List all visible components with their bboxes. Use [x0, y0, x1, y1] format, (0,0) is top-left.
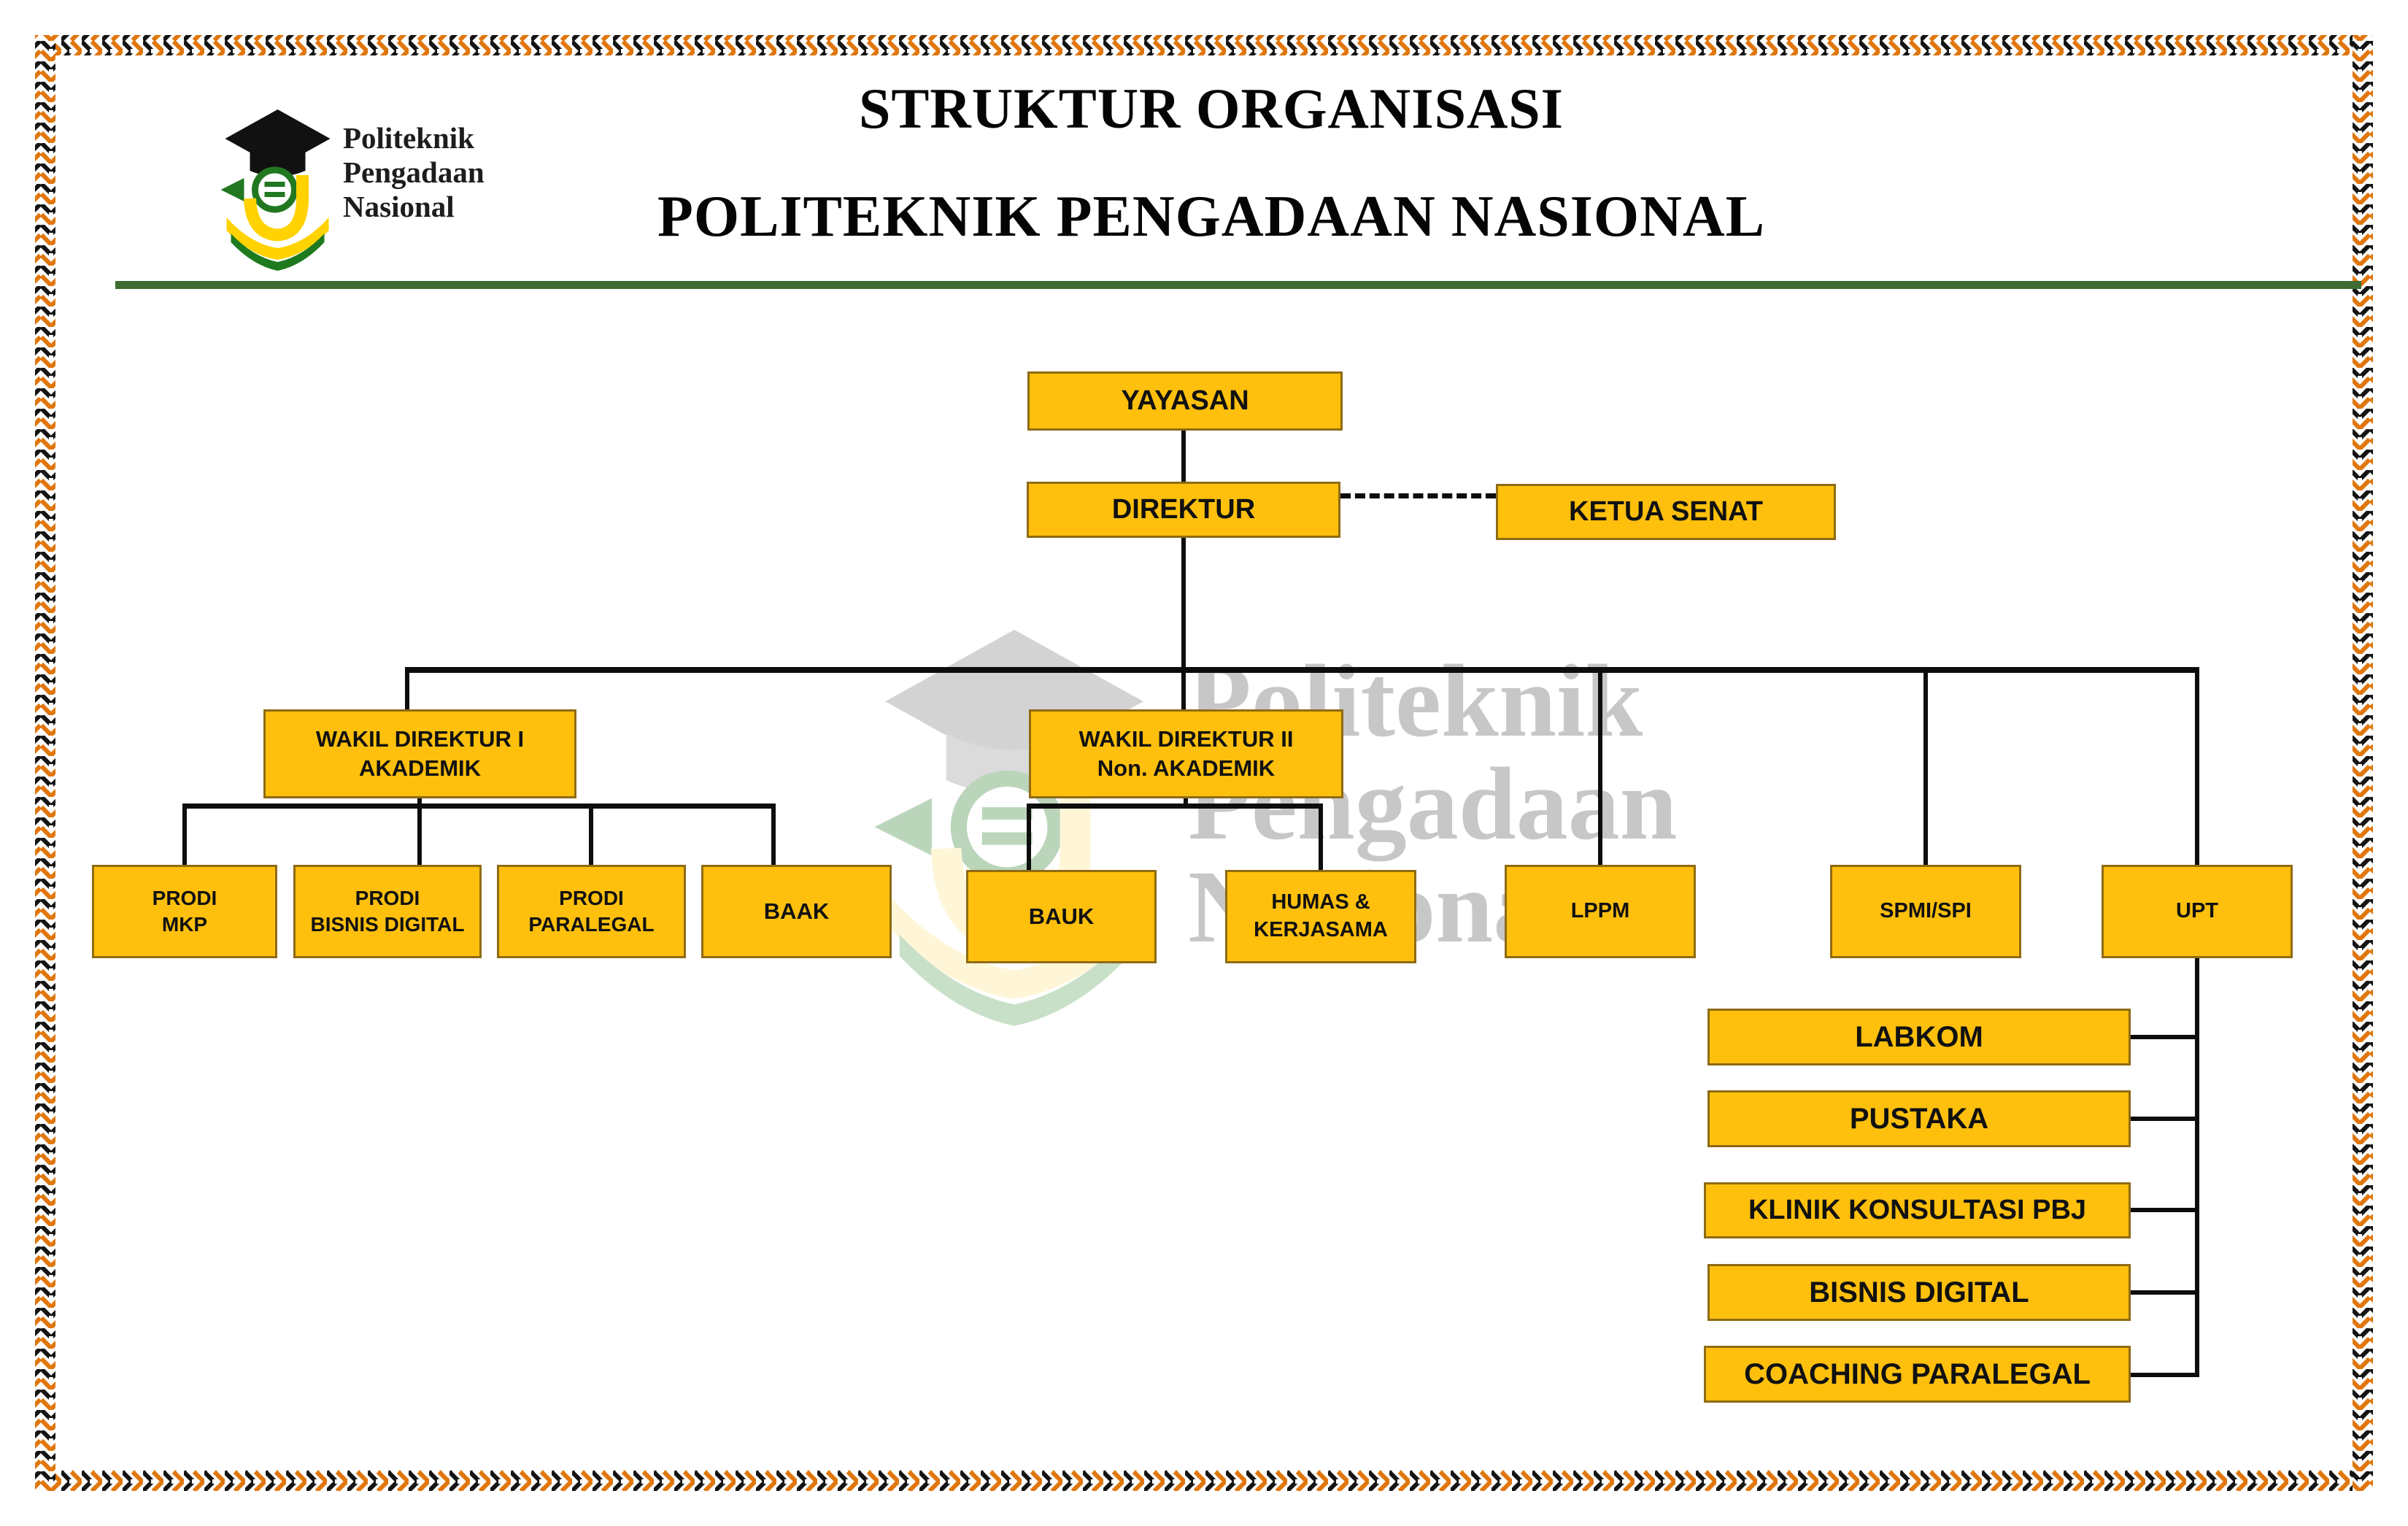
org-box-prodi-paralegal: PRODI PARALEGAL: [497, 865, 686, 958]
org-box-upt-label: UPT: [2176, 899, 2218, 923]
connector-spine-pustaka: [2131, 1117, 2199, 1121]
connector-spine-coaching: [2131, 1373, 2199, 1377]
org-box-prodi-bisnis-digital: PRODI BISNIS DIGITAL: [293, 865, 482, 958]
connector-upt-spine: [2195, 958, 2199, 1377]
org-box-yayasan-label: YAYASAN: [1121, 385, 1249, 416]
connector-wadir1-subbus: [417, 798, 422, 865]
org-box-baak-label: BAAK: [763, 898, 830, 924]
org-box-prodi-bisnis-digital-line1: PRODI: [355, 886, 420, 909]
org-box-labkom-label: LABKOM: [1855, 1021, 1983, 1053]
connector-subbus-nonakademik: [1027, 804, 1323, 809]
org-box-prodi-paralegal-line2: PARALEGAL: [528, 913, 655, 936]
org-box-klinik-konsultasi-pbj: KLINIK KONSULTASI PBJ: [1704, 1182, 2131, 1238]
org-box-bauk-label: BAUK: [1028, 903, 1095, 929]
org-box-wakil-direktur-2-line1: WAKIL DIREKTUR II: [1078, 725, 1294, 752]
org-box-ketua-senat: KETUA SENAT: [1496, 484, 1836, 540]
connector-bus-lppm: [1598, 673, 1602, 865]
connector-subbus-baak: [771, 804, 776, 865]
org-box-bisnis-digital-unit-label: BISNIS DIGITAL: [1809, 1276, 2029, 1309]
org-box-yayasan: YAYASAN: [1027, 371, 1343, 431]
org-box-prodi-mkp-line2: MKP: [161, 913, 208, 936]
logo-wordmark-line1: Politeknik: [343, 121, 474, 155]
org-box-wakil-direktur-1-line1: WAKIL DIREKTUR I: [315, 725, 525, 752]
connector-bus-wadir1: [405, 667, 409, 709]
org-box-wakil-direktur-2-line2: Non. AKADEMIK: [1097, 755, 1276, 781]
connector-main-bus: [405, 667, 2199, 673]
org-box-spmi-spi: SPMI/SPI: [1830, 865, 2021, 958]
logo-wordmark-line2: Pengadaan: [343, 155, 485, 189]
org-box-bauk: BAUK: [966, 870, 1157, 963]
org-box-prodi-mkp-line1: PRODI: [152, 886, 217, 909]
logo-wordmark: Politeknik Pengadaan Nasional: [343, 121, 485, 224]
header-divider: [115, 281, 2361, 289]
connector-spine-klinik: [2131, 1208, 2199, 1212]
org-box-wakil-direktur-1: WAKIL DIREKTUR I AKADEMIK: [263, 709, 576, 798]
org-box-ketua-senat-label: KETUA SENAT: [1569, 496, 1763, 527]
connector-spine-labkom: [2131, 1035, 2199, 1039]
politeknik-logo-icon: [220, 109, 331, 271]
org-box-wakil-direktur-1-line2: AKADEMIK: [358, 755, 482, 781]
org-box-spmi-spi-label: SPMI/SPI: [1880, 899, 1972, 923]
org-box-upt: UPT: [2102, 865, 2293, 958]
org-box-direktur: DIREKTUR: [1027, 482, 1340, 538]
org-box-pustaka-label: PUSTAKA: [1849, 1103, 1989, 1135]
connector-spine-bisnis-digital: [2131, 1290, 2199, 1295]
org-box-lppm-label: LPPM: [1570, 899, 1630, 923]
connector-subbus-paralegal: [589, 804, 593, 865]
org-box-humas-kerjasama-line2: KERJASAMA: [1254, 918, 1388, 941]
connector-subbus-mkp: [182, 804, 187, 865]
connector-direktur-bus: [1181, 538, 1186, 709]
org-box-humas-kerjasama-line1: HUMAS &: [1271, 890, 1370, 914]
org-box-prodi-mkp: PRODI MKP: [92, 865, 277, 958]
connector-subbus-akademik: [182, 804, 776, 809]
org-box-coaching-paralegal: COACHING PARALEGAL: [1704, 1346, 2131, 1403]
org-box-labkom: LABKOM: [1707, 1009, 2131, 1065]
org-box-prodi-bisnis-digital-line2: BISNIS DIGITAL: [310, 913, 465, 936]
org-box-klinik-konsultasi-pbj-label: KLINIK KONSULTASI PBJ: [1748, 1194, 2087, 1225]
page-subtitle: POLITEKNIK PENGADAAN NASIONAL: [657, 185, 1766, 249]
org-box-bisnis-digital-unit: BISNIS DIGITAL: [1707, 1264, 2131, 1321]
connector-yayasan-direktur: [1181, 431, 1186, 482]
watermark-logo-icon: [874, 629, 1143, 1026]
connector-subbus-humas: [1319, 804, 1323, 870]
connector-subbus-bauk: [1027, 804, 1031, 870]
org-box-pustaka: PUSTAKA: [1707, 1090, 2131, 1147]
org-box-humas-kerjasama: HUMAS & KERJASAMA: [1225, 870, 1416, 963]
org-box-baak: BAAK: [701, 865, 892, 958]
org-box-prodi-paralegal-line1: PRODI: [559, 886, 624, 909]
org-box-direktur-label: DIREKTUR: [1111, 493, 1256, 525]
org-box-coaching-paralegal-label: COACHING PARALEGAL: [1744, 1358, 2091, 1390]
page-title: STRUKTUR ORGANISASI: [858, 77, 1564, 140]
org-box-lppm: LPPM: [1505, 865, 1696, 958]
connector-bus-spmi: [1923, 673, 1928, 865]
org-box-wakil-direktur-2: WAKIL DIREKTUR II Non. AKADEMIK: [1029, 709, 1343, 798]
connector-direktur-ketua-senat: [1340, 493, 1496, 498]
connector-bus-upt: [2195, 673, 2199, 865]
logo-wordmark-line3: Nasional: [343, 190, 455, 223]
